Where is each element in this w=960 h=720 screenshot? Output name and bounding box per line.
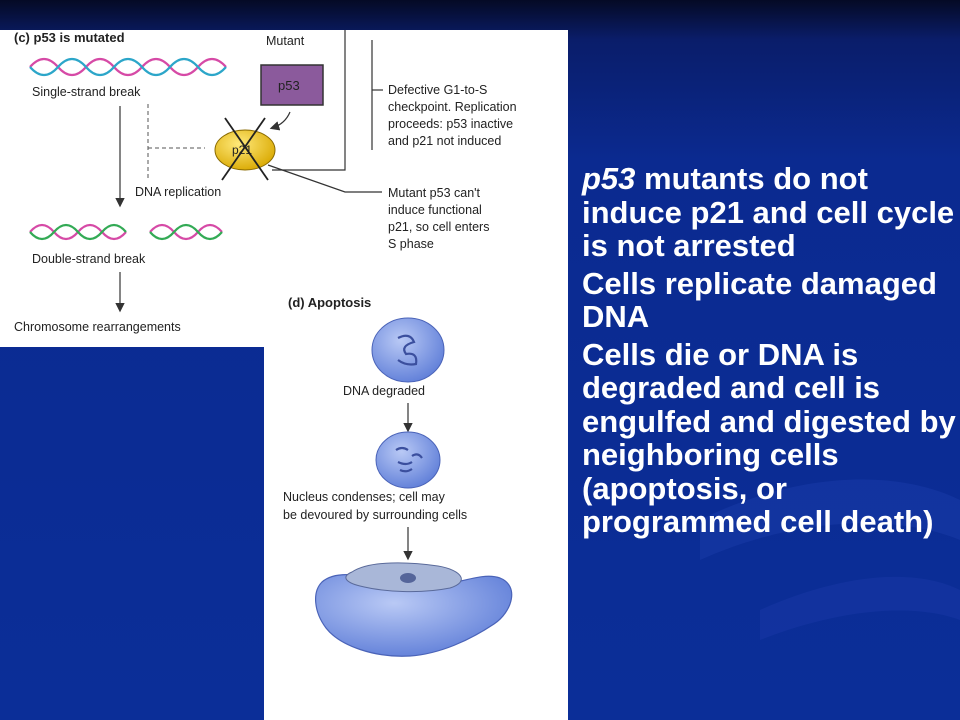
cross-out-line-2 [221,117,266,181]
double-strand-break-label: Double-strand break [32,252,146,266]
bullet-3-text: Cells die or DNA is degraded and cell is… [582,336,956,539]
mutant-p53-connector [267,164,382,193]
single-strand-dna [29,57,227,77]
fragmented-chromatin [395,446,423,473]
bullet-1-text: mutants do not induce p21 and cell cycle… [582,161,955,263]
chromosome-rearrangements-label: Chromosome rearrangements [14,320,181,334]
cross-out-line-1 [224,117,269,181]
p53-to-p21-arrow [269,111,291,131]
dying-cell-nucleus [400,573,416,583]
defective-checkpoint-note: Defective G1-to-S checkpoint. Replicatio… [388,83,520,148]
condensed-nucleus [375,431,441,489]
panel-c-title: (c) p53 is mutated [14,30,125,45]
p53-diagram: (c) p53 is mutated Single-strand break D… [14,30,520,657]
bracket-connector [272,30,346,171]
mutant-label: Mutant [266,34,305,48]
bullet-list: p53 mutants do not induce p21 and cell c… [568,162,960,543]
panel-d-title: (d) Apoptosis [288,295,371,310]
p21-oval [214,129,276,171]
double-strand-dna [29,223,223,241]
single-strand-break-label: Single-strand break [32,85,141,99]
bullet-1: p53 mutants do not induce p21 and cell c… [582,162,960,263]
chromatin-squiggle [397,334,418,366]
bullet-2-text: Cells replicate damaged DNA [582,265,937,334]
intact-nucleus [371,317,445,383]
bullet-2: Cells replicate damaged DNA [582,265,960,334]
p53-box [260,64,324,106]
dna-degraded-label: DNA degraded [343,384,425,398]
mutant-p53-note: Mutant p53 can't induce functional p21, … [388,186,493,251]
bullet-1-italic: p53 [582,161,636,196]
p53-box-label: p53 [278,78,300,93]
dna-replication-label: DNA replication [135,185,221,199]
bullet-3: Cells die or DNA is degraded and cell is… [582,336,960,539]
nucleus-condenses-note: Nucleus condenses; cell may be devoured … [283,490,467,522]
